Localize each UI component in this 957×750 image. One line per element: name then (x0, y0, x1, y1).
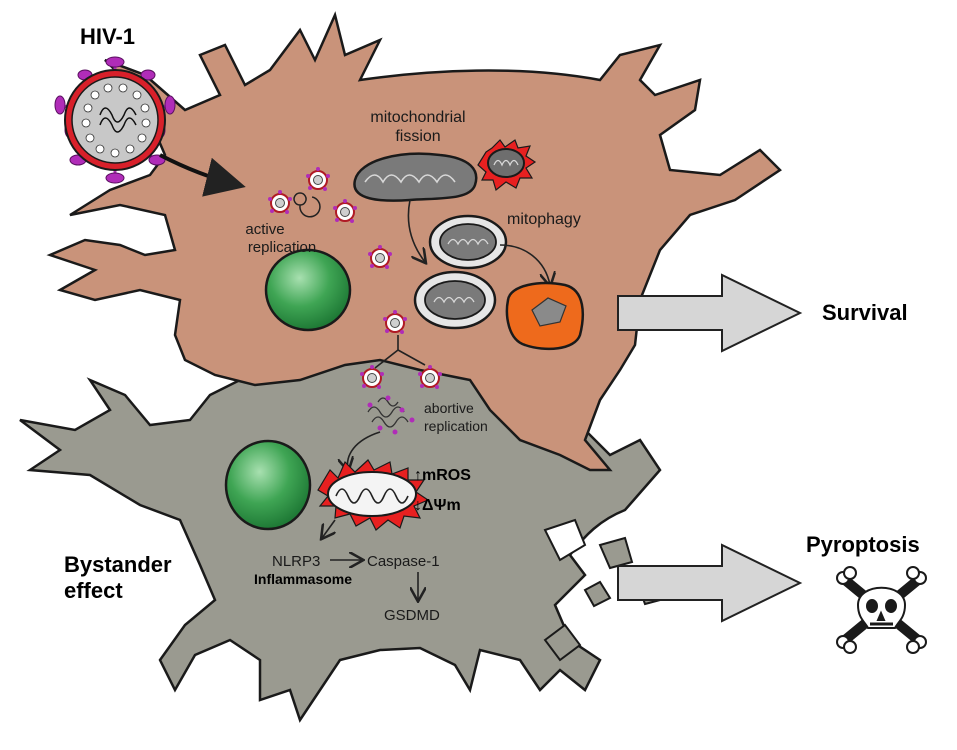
mitochondrion-damaged (317, 459, 430, 531)
label-gsdmd: GSDMD (384, 607, 440, 624)
label-nlrp3: NLRP3 (272, 553, 320, 570)
cell-fragment (598, 536, 634, 570)
mitophagy-arrow (499, 244, 550, 285)
label-bystander-line1: Bystander (64, 552, 172, 577)
mitochondrion-fragment-damaged (477, 139, 537, 192)
survival-arrow (617, 273, 803, 353)
label-abortive-line2: replication (424, 418, 488, 434)
transfer-arrow (374, 335, 426, 369)
label-hiv1: HIV-1 (80, 24, 135, 49)
infected-cell-body (46, 11, 782, 472)
label-survival: Survival (822, 300, 908, 325)
entry-arrow (159, 153, 246, 197)
nucleus-infected (264, 248, 352, 332)
label-fission-line2: fission (395, 128, 440, 145)
cell-fragment (543, 623, 582, 662)
label-caspase: Caspase-1 (367, 553, 440, 570)
viral-rna-icon (293, 192, 321, 218)
nlrp3-arrow (322, 519, 335, 538)
label-active-line1: active (245, 221, 284, 238)
autophagosome (413, 270, 497, 330)
label-active-line2: replication (248, 239, 316, 256)
label-abortive-line1: abortive (424, 400, 474, 416)
label-inflammasome: Inflammasome (254, 571, 352, 587)
hiv-virion-icon (54, 56, 176, 184)
cell-fragment (543, 518, 587, 562)
cell-fragment (583, 580, 612, 608)
label-mitophagy: mitophagy (507, 211, 581, 228)
mitochondrion-elongated (353, 152, 478, 202)
label-mros: ↑mROS (414, 467, 471, 484)
pyroptosis-arrow (617, 543, 803, 623)
fission-arrow (407, 199, 425, 262)
lysosome (505, 281, 585, 351)
autophagosome (428, 214, 508, 270)
label-fission-line1: mitochondrial (370, 109, 465, 126)
infected-cell (46, 11, 782, 472)
nucleus-bystander (224, 439, 312, 531)
skull-crossbones-icon (836, 566, 927, 654)
abortive-rna-cluster (367, 395, 415, 435)
label-bystander-line2: effect (64, 578, 123, 603)
label-pyroptosis: Pyroptosis (806, 532, 920, 557)
label-delta-psi-m: ↓ΔΨm (414, 497, 461, 514)
